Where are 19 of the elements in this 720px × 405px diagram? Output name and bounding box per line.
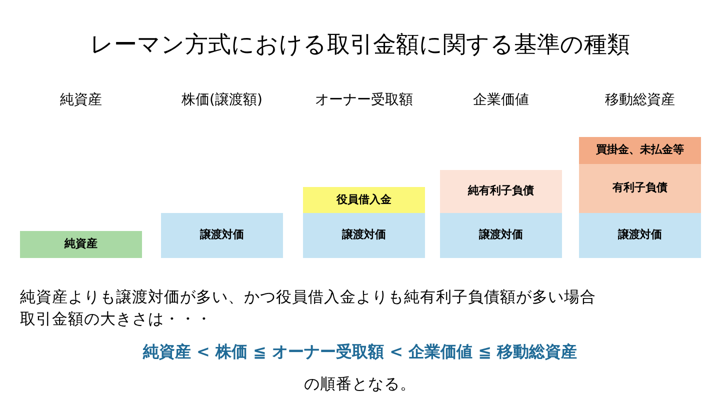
column-header: 株価(譲渡額) — [180, 91, 264, 110]
note-text: の順番となる。 — [303, 374, 417, 395]
stacked-block: 買掛金、未払金等 — [579, 137, 701, 164]
stacked-block: 譲渡対価 — [303, 213, 425, 258]
stacked-block: 純資産 — [20, 231, 142, 258]
column-header: 企業価値 — [472, 91, 530, 110]
stacked-block: 譲渡対価 — [161, 213, 283, 258]
note-text: 取引金額の大きさは・・・ — [20, 309, 212, 330]
stacked-block: 純有利子負債 — [440, 170, 562, 213]
title: レーマン方式における取引金額に関する基準の種類 — [89, 31, 631, 60]
column-header: 純資産 — [59, 91, 103, 110]
stacked-block: 役員借入金 — [303, 187, 425, 213]
column-header: 移動総資産 — [604, 91, 676, 110]
comparison-text: 純資産 < 株価 ≦ オーナー受取額 < 企業価値 ≦ 移動総資産 — [142, 341, 578, 363]
column-header: オーナー受取額 — [314, 91, 414, 110]
stacked-block: 有利子負債 — [579, 164, 701, 213]
stacked-block: 譲渡対価 — [579, 213, 701, 258]
stacked-block: 譲渡対価 — [440, 213, 562, 258]
note-text: 純資産よりも譲渡対価が多い、かつ役員借入金よりも純有利子負債額が多い場合 — [20, 287, 596, 308]
